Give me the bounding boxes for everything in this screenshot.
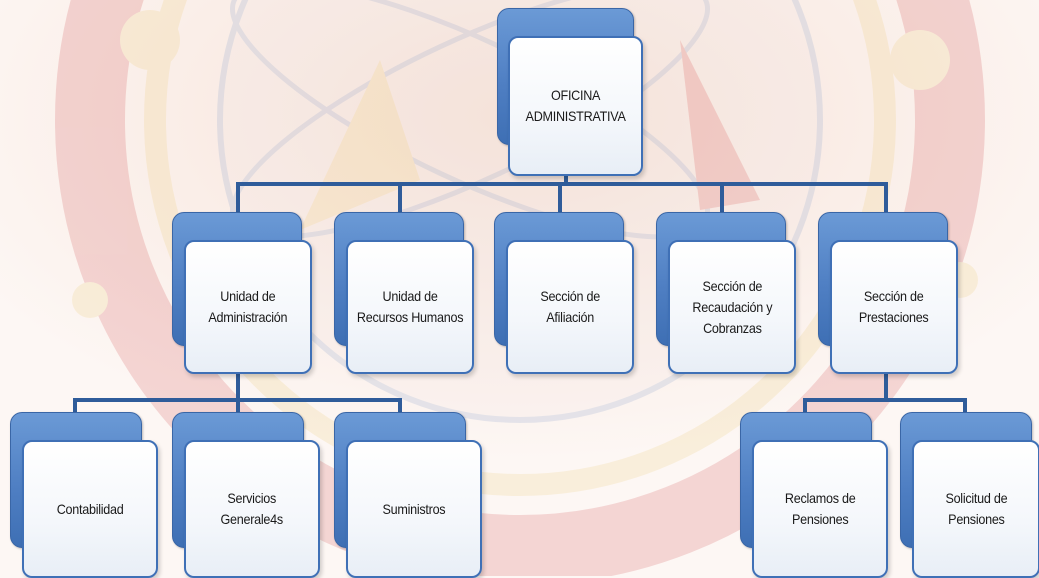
node-servicios-generales: Servicios Generale4s [172,412,320,578]
node-label: Reclamos de Pensiones [784,490,856,527]
node-label: Unidad de Administración [208,288,288,325]
node-seccion-de-prestaciones: Sección de Prestaciones [818,212,958,374]
node-label: Sección de Afiliación [540,288,600,325]
node-label: OFICINA ADMINISTRATIVA [525,87,626,124]
node-solicitud-de-pensiones: Solicitud de Pensiones [900,412,1039,578]
node-oficina-administrativa: OFICINA ADMINISTRATIVA [497,8,643,176]
node-label: Sección de Prestaciones [859,288,929,325]
node-seccion-de-afiliacion: Sección de Afiliación [494,212,634,374]
node-label: Suministros [382,500,446,517]
node-unidad-de-administracion: Unidad de Administración [172,212,312,374]
node-label: Contabilidad [56,500,124,517]
node-label: Solicitud de Pensiones [945,490,1007,527]
node-suministros: Suministros [334,412,482,578]
node-label: Sección de Recaudación y Cobranzas [692,277,772,336]
node-reclamos-de-pensiones: Reclamos de Pensiones [740,412,888,578]
node-label: Unidad de Recursos Humanos [356,288,464,325]
node-contabilidad: Contabilidad [10,412,158,578]
node-label: Servicios Generale4s [220,490,284,527]
node-seccion-de-recaudacion-y-cobranzas: Sección de Recaudación y Cobranzas [656,212,796,374]
node-unidad-de-recursos-humanos: Unidad de Recursos Humanos [334,212,474,374]
